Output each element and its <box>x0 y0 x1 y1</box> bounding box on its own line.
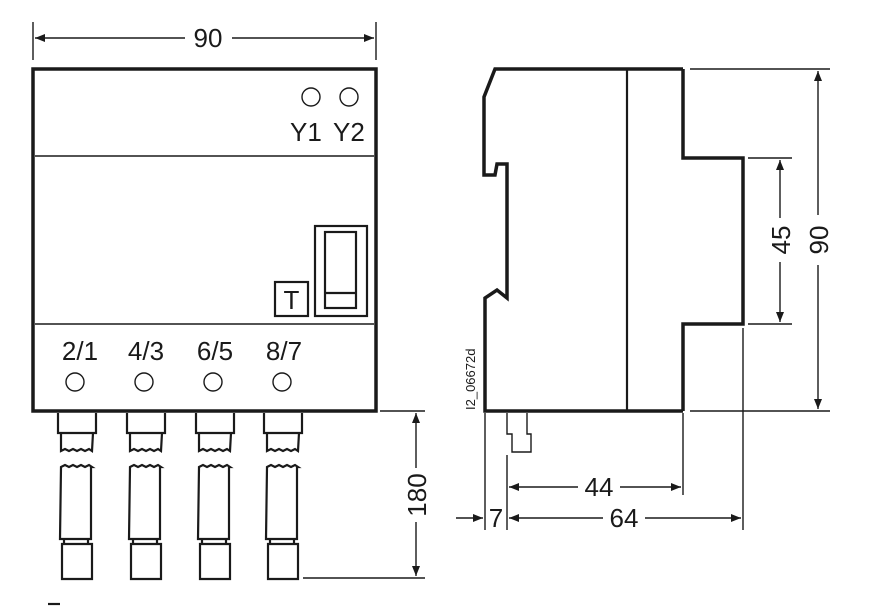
terminal-label-y2: Y2 <box>333 117 365 147</box>
selector-switch <box>323 230 358 310</box>
terminal-label: 8/7 <box>266 336 302 366</box>
width-dim-label: 90 <box>194 23 223 53</box>
test-button <box>273 280 310 318</box>
terminal-pin <box>56 413 98 581</box>
terminal-label: 4/3 <box>128 336 164 366</box>
device-body <box>31 67 378 413</box>
depth-dim-44-label: 44 <box>585 472 614 502</box>
drawing-id: I2_06672d <box>463 349 478 410</box>
terminal-pin <box>194 413 236 581</box>
terminal-label: 6/5 <box>197 336 233 366</box>
terminal-icon <box>65 372 85 392</box>
terminal-label-y1: Y1 <box>290 117 322 147</box>
test-button-label: T <box>284 285 300 315</box>
side-body-outline <box>482 67 683 413</box>
terminal-label: 2/1 <box>62 336 98 366</box>
terminal-icon <box>134 372 154 392</box>
side-terminal <box>506 413 532 453</box>
depth-dim-64-label: 64 <box>610 503 639 533</box>
selector-switch-frame <box>313 224 369 318</box>
terminal-y2-icon <box>339 87 359 107</box>
terminal-pin <box>262 413 304 581</box>
front-height-dim-label: 45 <box>766 226 796 255</box>
front-view: 90 Y1 Y2 T 2/1 4/3 6/5 8/7 180 <box>31 22 432 606</box>
terminal-y1-icon <box>301 87 321 107</box>
offset-dim-label: 7 <box>489 503 503 533</box>
terminal-icon <box>272 372 292 392</box>
height-dim-label: 180 <box>402 473 432 516</box>
terminal-pin <box>125 413 167 581</box>
height-dim-label: 90 <box>804 226 834 255</box>
front-profile <box>681 69 745 411</box>
terminal-pins <box>56 413 304 581</box>
terminal-icon <box>203 372 223 392</box>
side-view: I2_06672d 90 45 44 64 7 <box>456 67 834 533</box>
